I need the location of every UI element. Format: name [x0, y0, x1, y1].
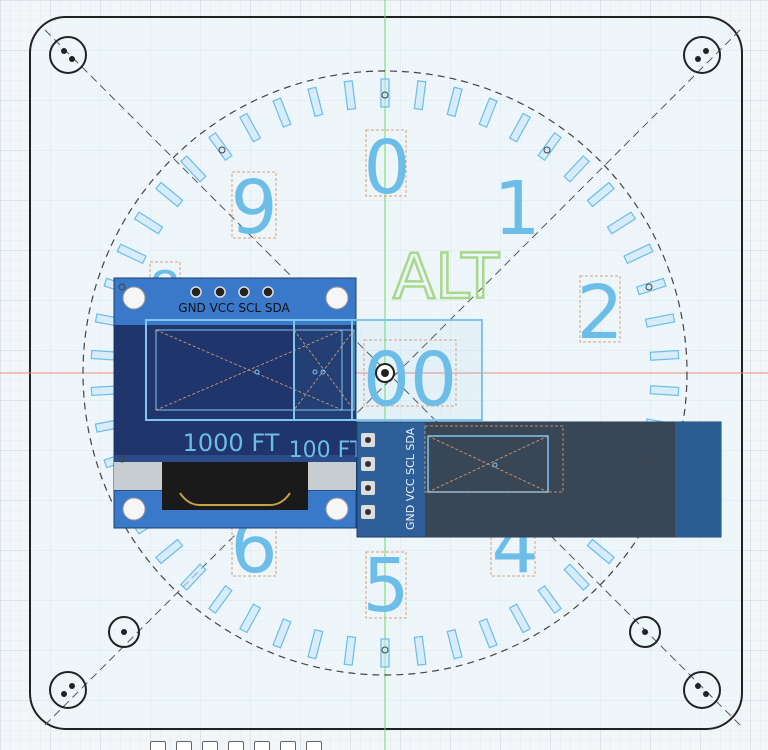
caption-100ft: 100 FT — [289, 438, 364, 463]
tick-mark — [586, 538, 615, 565]
sketch-center-point — [254, 369, 260, 375]
tick-mark — [343, 635, 357, 666]
oled-flex-cable — [179, 492, 291, 506]
tick-mark — [155, 181, 184, 208]
screw-hole-lower-left[interactable] — [108, 616, 140, 648]
screw-hole-center — [121, 629, 127, 635]
sketch-diagonal — [427, 435, 549, 493]
tick-mark — [239, 112, 262, 143]
tick-mark — [155, 538, 184, 565]
display-settings-icon[interactable] — [306, 740, 322, 750]
oled-mount-hole — [325, 497, 349, 521]
tick-mark — [537, 585, 562, 615]
dial-index-dots — [118, 91, 653, 654]
tick-mark — [563, 155, 591, 183]
tick-mark — [179, 155, 207, 183]
diagonal-construction-line — [44, 29, 741, 726]
oled-mount-hole — [122, 286, 146, 310]
tick-mark — [343, 80, 357, 111]
tick-mark — [623, 243, 654, 265]
mounting-hole-top-right[interactable] — [683, 36, 721, 74]
grid-settings-icon[interactable] — [280, 740, 296, 750]
tick-mark — [635, 277, 667, 296]
oled-caption-1000ft: 1000 FT — [183, 429, 280, 457]
mounting-hole-top-left[interactable] — [49, 36, 87, 74]
oled-ribbon — [162, 462, 308, 510]
oled-active-area-inner — [155, 329, 343, 411]
tick-mark — [508, 603, 531, 634]
pan-tool-icon[interactable] — [176, 740, 192, 750]
tick-mark — [606, 211, 637, 235]
tick-mark — [272, 618, 292, 649]
mounting-hole-bottom-left[interactable] — [49, 671, 87, 709]
zoom-tool-icon[interactable] — [202, 740, 218, 750]
tick-mark — [208, 585, 233, 615]
tick-mark — [446, 86, 463, 118]
center-readout-00: 00 — [363, 337, 457, 423]
tick-mark — [649, 385, 680, 397]
oled-glass — [114, 325, 356, 455]
small-header-pins — [361, 433, 375, 519]
tick-mark — [133, 211, 164, 235]
orbit-tool-icon[interactable] — [150, 740, 166, 750]
oled-ribbon-right-tab — [308, 462, 356, 490]
oled-pin-labels: GND VCC SCL SDA — [178, 301, 290, 315]
view-cube-icon[interactable] — [254, 740, 270, 750]
sketch-center-point — [492, 462, 498, 468]
oled-active-area-outline — [145, 319, 353, 421]
small-display-module[interactable]: GND VCC SCL SDA — [356, 421, 722, 538]
tick-mark — [413, 80, 427, 111]
mounting-hole-bottom-right[interactable] — [683, 671, 721, 709]
diagonal-construction-line — [44, 29, 741, 726]
alt-label: ALT — [393, 240, 500, 313]
tick-mark — [380, 78, 390, 108]
tick-mark — [446, 628, 463, 660]
tick-mark — [478, 618, 498, 649]
sketch-diagonal — [155, 329, 343, 411]
dial-numeral-5: 5 — [362, 543, 409, 629]
tick-mark — [239, 603, 262, 634]
dial-numeral-9: 9 — [230, 165, 277, 251]
oled-mount-hole — [325, 286, 349, 310]
small-glass — [425, 422, 675, 537]
tick-mark — [116, 243, 147, 265]
oled-ribbon-left-tab — [114, 462, 162, 490]
oled-mount-hole — [122, 497, 146, 521]
tick-mark — [413, 635, 427, 666]
tick-mark — [307, 628, 324, 660]
fit-tool-icon[interactable] — [228, 740, 244, 750]
oled-header-pins — [190, 286, 274, 298]
small-active-area — [427, 435, 549, 493]
tick-mark — [649, 349, 680, 361]
small-pin-labels: GND VCC SCL SDA — [404, 427, 417, 530]
bottom-toolbar — [150, 740, 390, 750]
tick-mark — [644, 313, 676, 328]
screw-hole-lower-right[interactable] — [629, 616, 661, 648]
small-sketch-box — [424, 425, 564, 493]
small-glass-edge — [675, 422, 721, 537]
screw-hole-center — [642, 629, 648, 635]
tick-mark — [563, 563, 591, 591]
dial-numeral-2: 2 — [576, 270, 623, 356]
tick-mark — [307, 86, 324, 118]
tick-mark — [586, 181, 615, 208]
tick-mark — [537, 131, 562, 161]
dial-outer-circle — [82, 70, 688, 676]
tick-mark — [508, 112, 531, 143]
dial-numeral-1: 1 — [493, 166, 540, 252]
dial-numeral-0: 0 — [363, 125, 410, 211]
tick-mark — [208, 131, 233, 161]
tick-mark — [478, 97, 498, 128]
tick-mark — [272, 97, 292, 128]
tick-mark — [179, 563, 207, 591]
center-pivot-inner — [381, 369, 389, 377]
